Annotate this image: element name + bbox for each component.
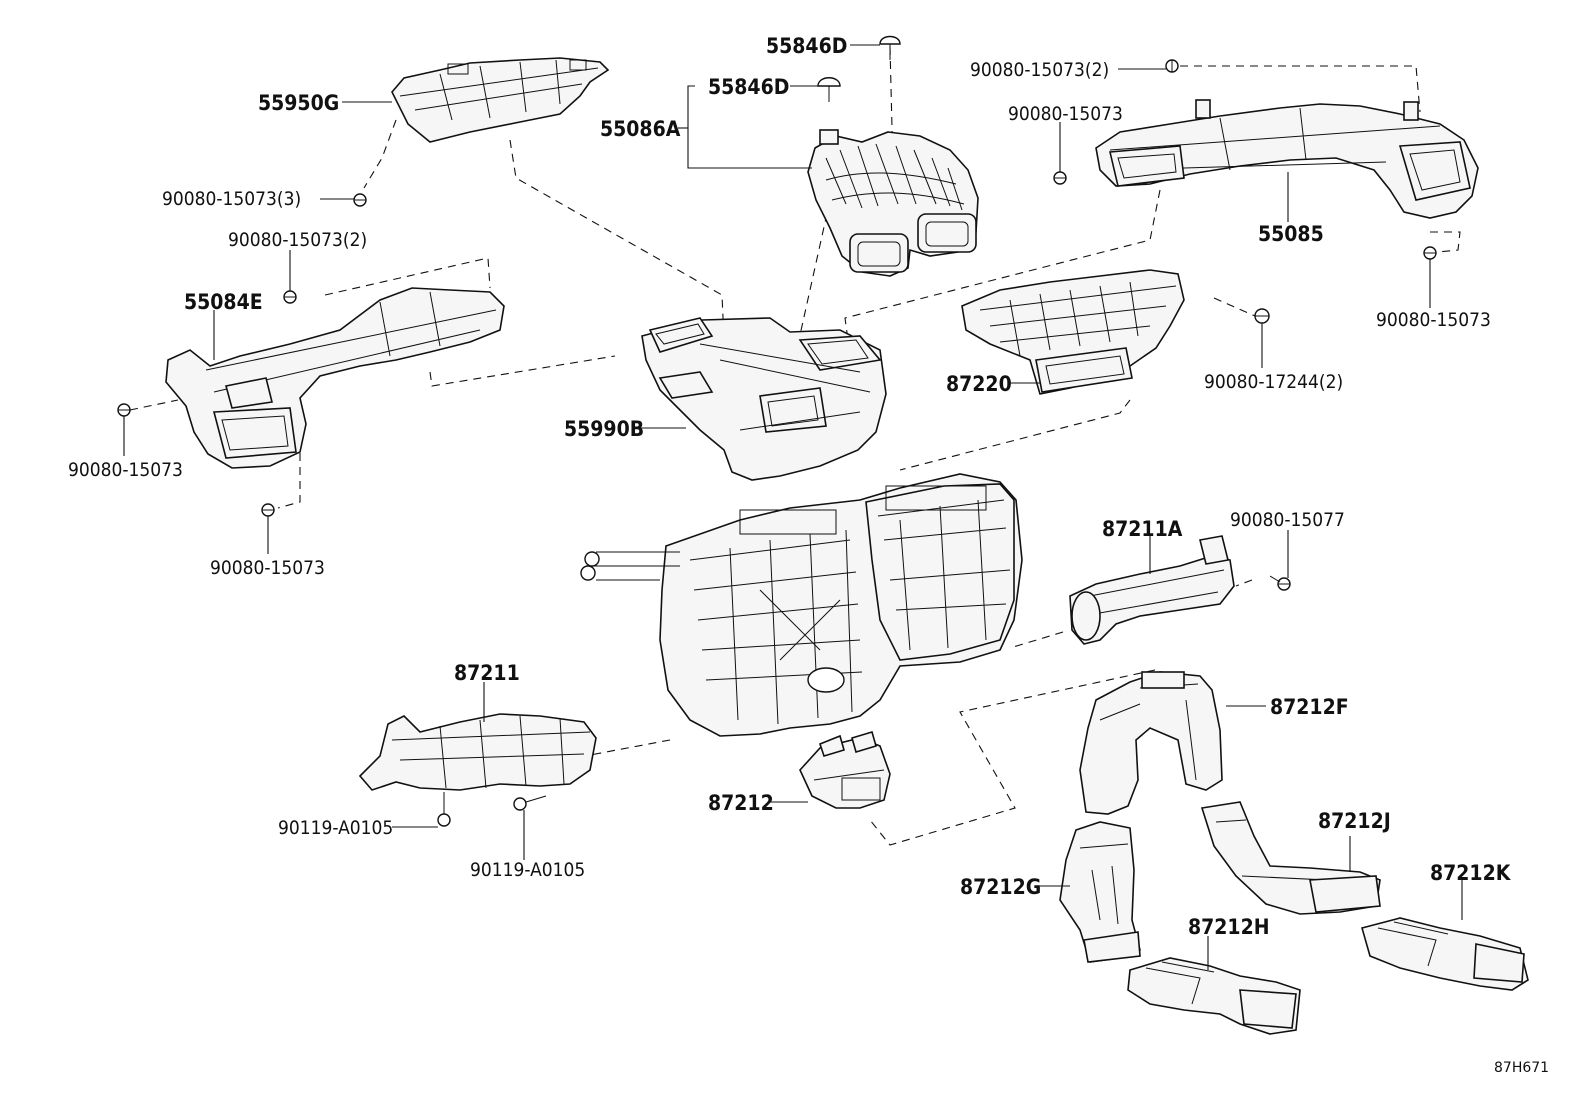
- label-55846d: 55846D: [708, 75, 789, 99]
- label-90080-15073-lower: 90080-15073: [210, 557, 325, 579]
- label-87212k: 87212K: [1430, 861, 1512, 885]
- part-87212j-duct: [1200, 801, 1381, 915]
- screw-icon: [437, 792, 451, 827]
- label-90080-15073-left: 90080-15073: [68, 459, 183, 481]
- part-87212k-duct: [1361, 917, 1529, 991]
- label-87220: 87220: [946, 372, 1012, 396]
- label-87212g: 87212G: [960, 875, 1041, 899]
- label-55846d-top: 55846D: [766, 34, 847, 58]
- bolt-icon: [1423, 246, 1437, 260]
- part-87212g-duct: [1059, 821, 1141, 963]
- label-55950g: 55950G: [258, 91, 339, 115]
- part-55085-duct: [1095, 99, 1479, 219]
- label-90119-a0105-a: 90119-A0105: [278, 817, 393, 839]
- label-87211: 87211: [454, 661, 520, 685]
- part-number-labels: 55846D 55846D 55086A 55950G 90080-15073(…: [68, 34, 1549, 1076]
- bolt-icon: [261, 503, 275, 517]
- diagram-code: 87H671: [1494, 1060, 1549, 1076]
- label-90080-15073-2-left: 90080-15073(2): [228, 229, 367, 251]
- bolt-icon: [1254, 308, 1270, 324]
- part-87220-duct: [961, 269, 1185, 395]
- label-55085: 55085: [1258, 222, 1324, 246]
- label-90080-15073-3: 90080-15073(3): [162, 188, 301, 210]
- part-55990b-case: [641, 317, 887, 481]
- part-55086a-duct: [807, 129, 979, 277]
- bolt-icon: [1269, 575, 1291, 591]
- label-55990b: 55990B: [564, 417, 644, 441]
- label-90080-17244-2: 90080-17244(2): [1204, 371, 1343, 393]
- label-87212f: 87212F: [1270, 695, 1349, 719]
- label-87212: 87212: [708, 791, 774, 815]
- assembly-guide-lines: [129, 46, 1461, 846]
- bolt-icon: [117, 403, 131, 417]
- part-87212f-duct: [1079, 671, 1223, 815]
- part-55950g-cover: [391, 57, 610, 143]
- part-87211a-duct: [1069, 535, 1235, 645]
- label-90119-a0105-b: 90119-A0105: [470, 859, 585, 881]
- label-55086a: 55086A: [600, 117, 681, 141]
- label-87211a: 87211A: [1102, 517, 1183, 541]
- label-87212h: 87212H: [1188, 915, 1270, 939]
- part-87212-duct: [799, 731, 891, 809]
- part-87212h-duct: [1127, 957, 1301, 1035]
- bolt-icon: [1165, 59, 1179, 73]
- part-55084e-duct: [165, 287, 505, 469]
- bolt-icon: [1053, 171, 1067, 185]
- leader-lines: [123, 44, 1463, 970]
- label-90080-15073-right-1: 90080-15073: [1008, 103, 1123, 125]
- label-90080-15077: 90080-15077: [1230, 509, 1345, 531]
- clip-55846d: [817, 35, 901, 102]
- label-90080-15073-right-2: 90080-15073: [1376, 309, 1491, 331]
- bolt-icon: [353, 193, 367, 207]
- part-87211-duct: [358, 713, 597, 791]
- label-55084e: 55084E: [184, 290, 263, 314]
- label-87212j: 87212J: [1318, 809, 1391, 833]
- screw-icon: [513, 795, 547, 811]
- bolt-icon: [283, 290, 297, 304]
- part-hvac-unit: [580, 473, 1023, 737]
- label-90080-15073-2-top: 90080-15073(2): [970, 59, 1109, 81]
